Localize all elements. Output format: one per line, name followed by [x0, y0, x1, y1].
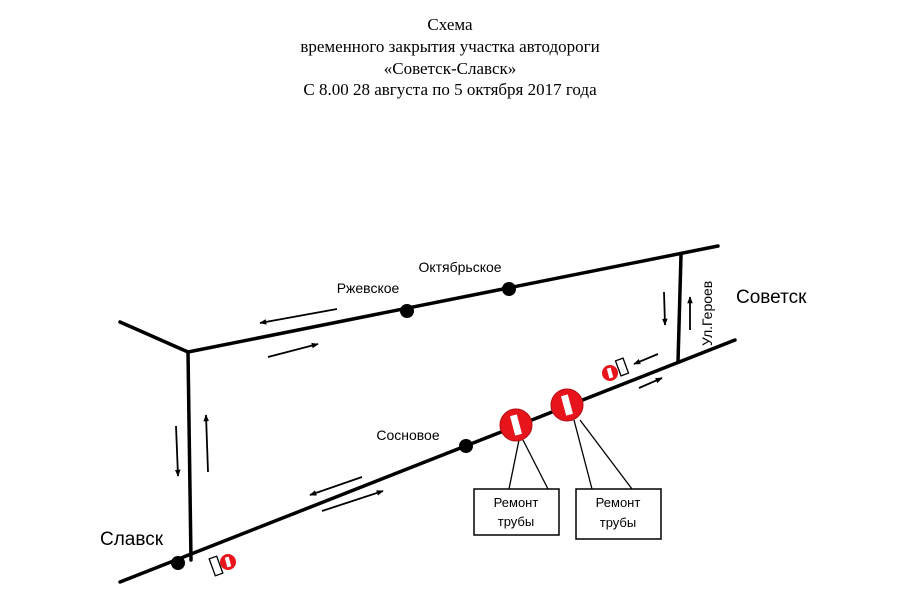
- direction-arrow-icon: [321, 490, 384, 512]
- callout-left: Ремонт трубы: [473, 488, 560, 536]
- callout-right: Ремонт трубы: [575, 488, 662, 540]
- street-geroev-road: [676, 253, 683, 364]
- direction-arrow-icon: [203, 414, 210, 473]
- lower-road: [118, 338, 737, 584]
- label-sovetsk: Советск: [736, 287, 807, 308]
- no-entry-sign-icon: [550, 388, 584, 422]
- no-entry-sign-icon: [499, 408, 533, 442]
- direction-arrow-icon: [662, 291, 668, 326]
- no-entry-sign-icon: [602, 365, 618, 381]
- dot-oktyabrskoe: [502, 282, 516, 296]
- road-barrier-icon: [208, 555, 224, 577]
- direction-arrow-icon: [174, 425, 181, 477]
- callout-leaders: [508, 419, 633, 490]
- upper-road: [186, 244, 720, 354]
- direction-arrow-icon: [638, 377, 663, 389]
- roads: [118, 244, 737, 584]
- road-barrier-icon: [614, 357, 630, 377]
- label-rzhevskoe: Ржевское: [337, 280, 400, 296]
- title-line-1: Схема: [427, 15, 473, 34]
- label-sosnovoe: Сосновое: [376, 427, 439, 443]
- left-connector-road: [186, 350, 193, 562]
- callout-left-line2: трубы: [498, 514, 534, 529]
- title-line-4: С 8.00 28 августа по 5 октября 2017 года: [303, 80, 597, 99]
- no-entry-sign-icon: [220, 554, 236, 570]
- left-branch-road: [118, 320, 190, 354]
- scheme-title: Схема временного закрытия участка автодо…: [300, 15, 599, 99]
- dot-sosnovoe: [459, 439, 473, 453]
- direction-arrows: [174, 291, 693, 512]
- dot-slavsk: [171, 556, 185, 570]
- settlement-dots: [171, 282, 516, 570]
- title-line-3: «Советск-Славск»: [384, 59, 517, 78]
- direction-arrow-icon: [267, 342, 319, 358]
- place-labels: Ржевское Октябрьское Сосновое Советск Сл…: [100, 259, 807, 550]
- title-line-2: временного закрытия участка автодороги: [300, 37, 599, 56]
- callout-left-line1: Ремонт: [494, 495, 539, 510]
- label-street-geroev: Ул.Героев: [699, 281, 715, 346]
- direction-arrow-icon: [309, 476, 363, 496]
- direction-arrow-icon: [259, 308, 338, 325]
- label-oktyabrskoe: Октябрьское: [418, 259, 501, 275]
- callout-right-line1: Ремонт: [596, 495, 641, 510]
- dot-rzhevskoe: [400, 304, 414, 318]
- callout-right-line2: трубы: [600, 515, 636, 530]
- direction-arrow-icon: [633, 353, 659, 365]
- label-slavsk: Славск: [100, 529, 164, 550]
